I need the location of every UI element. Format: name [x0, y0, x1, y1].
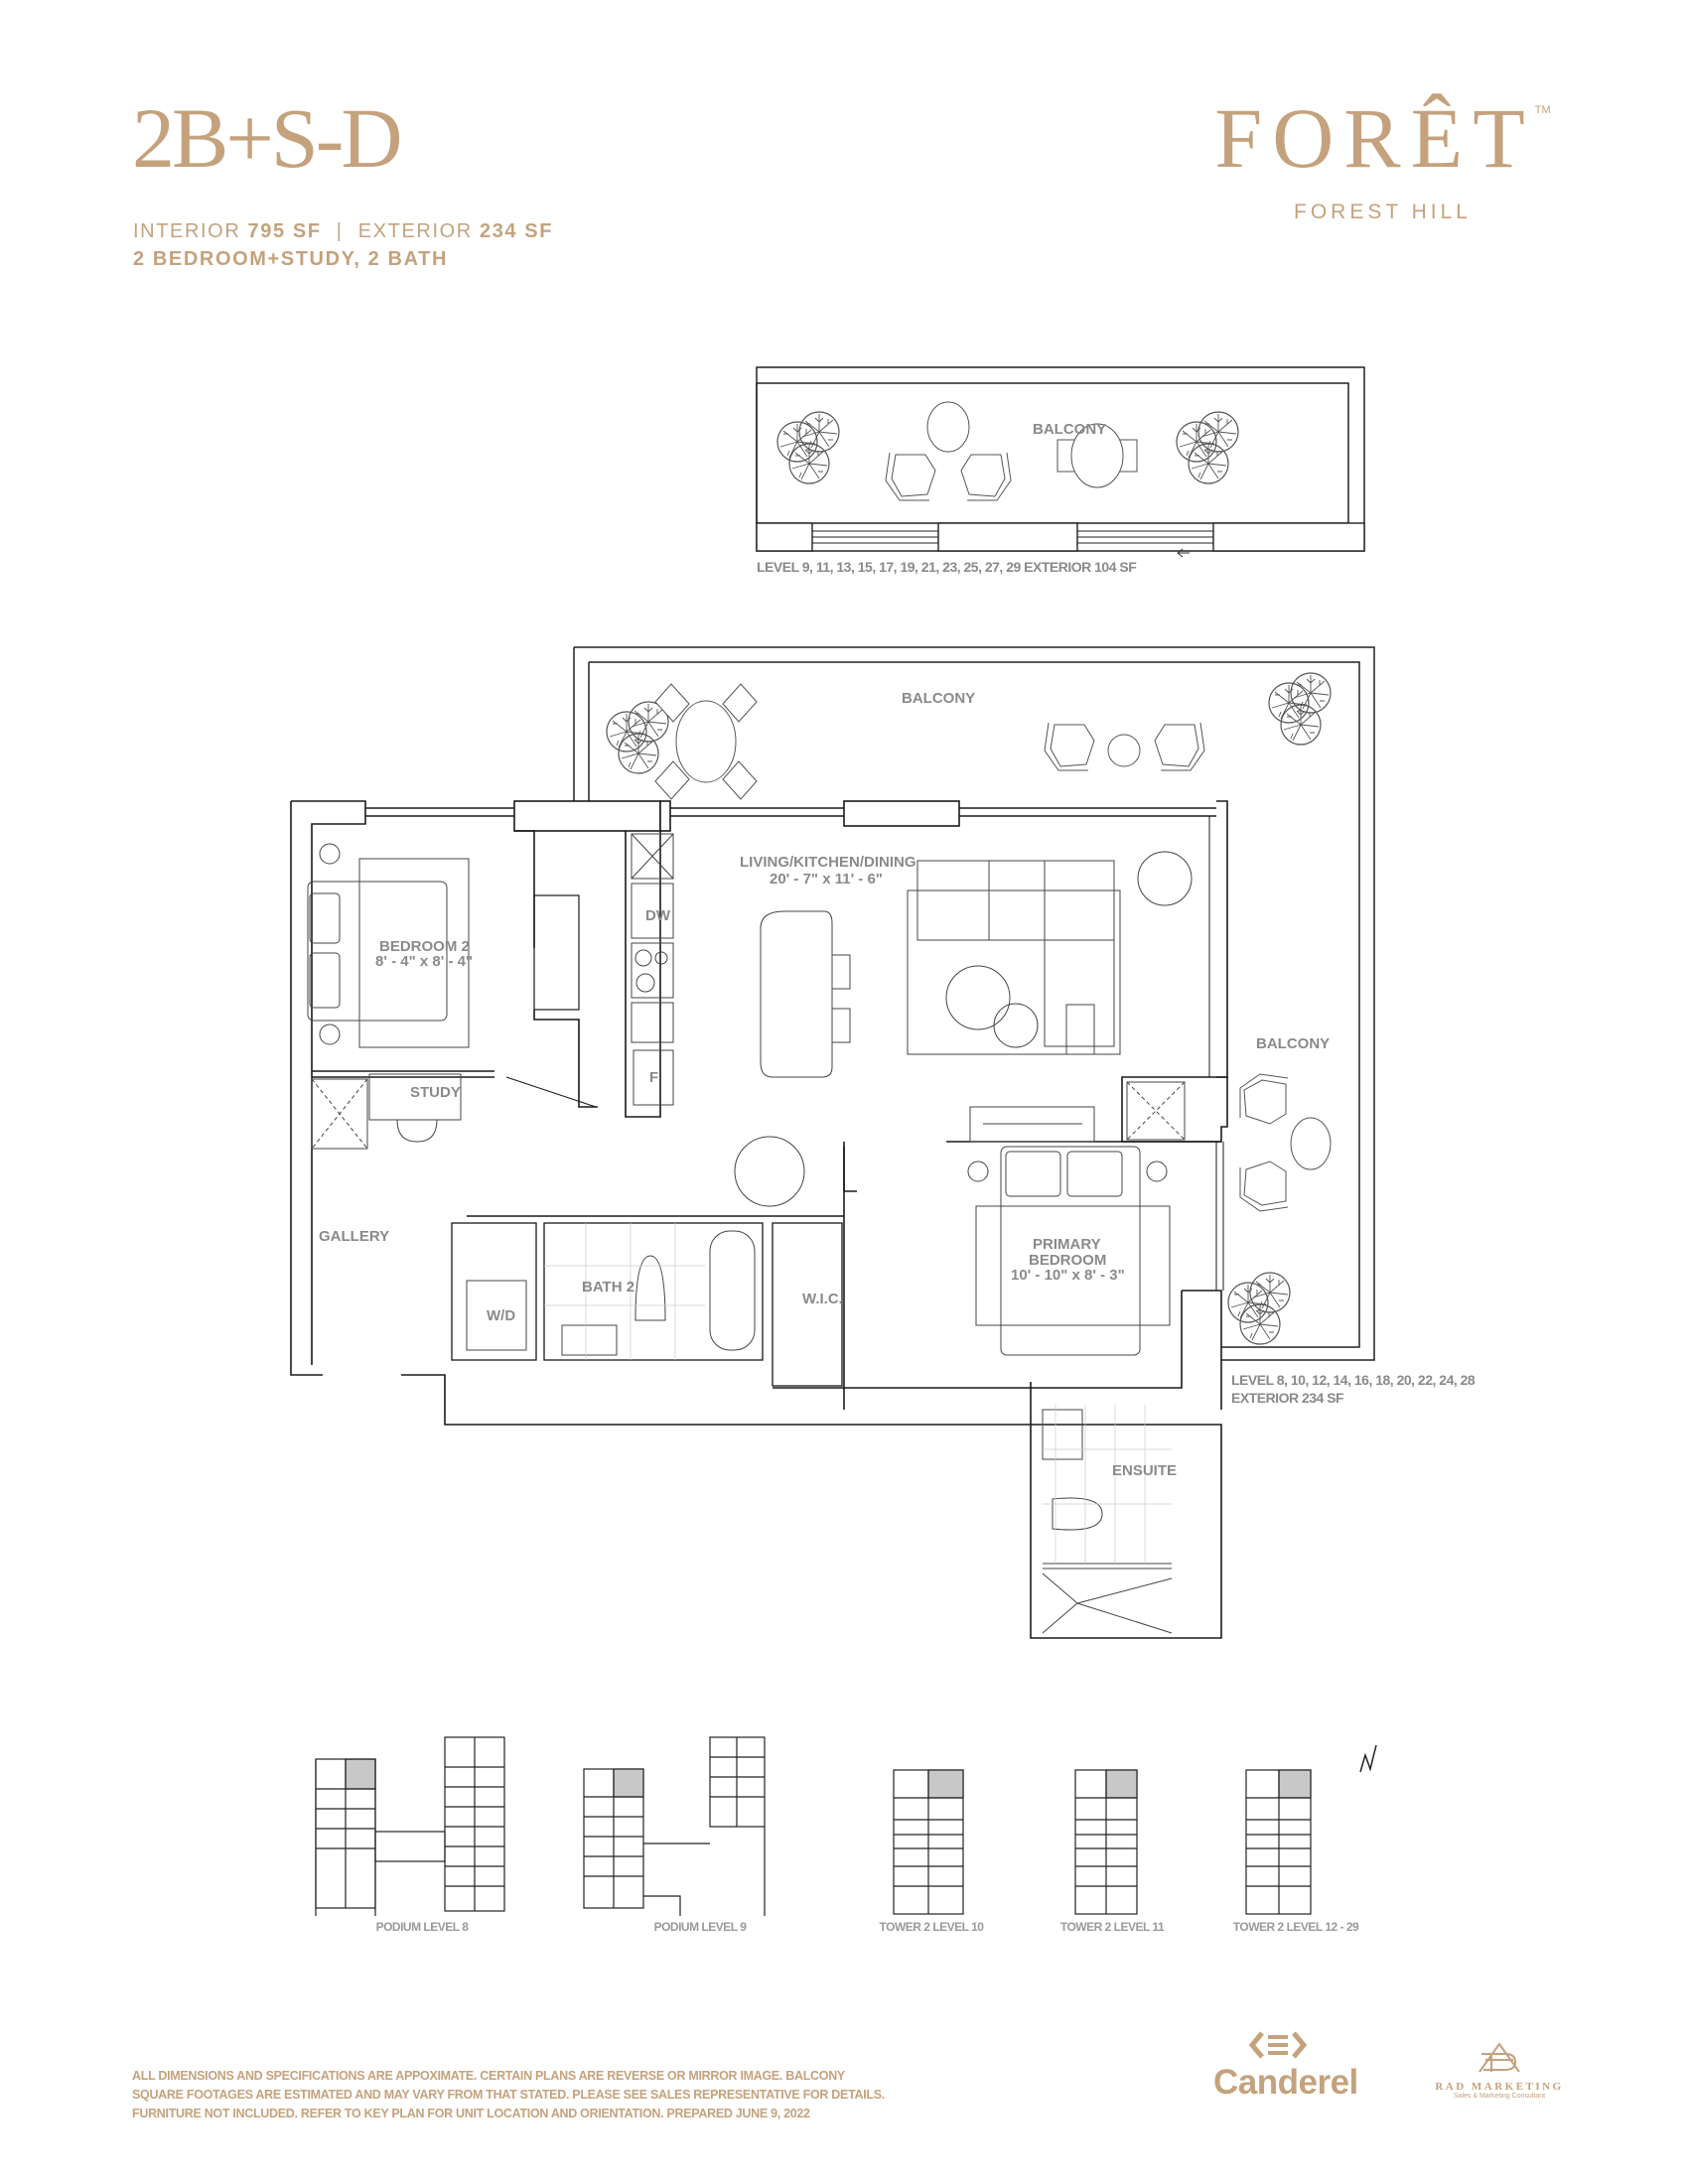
trademark: TM	[1534, 104, 1551, 116]
main-plan-caption-line2: EXTERIOR 234 SF	[1231, 1390, 1344, 1406]
balcony-north-label: BALCONY	[902, 690, 975, 707]
key-plan-tower-12-29	[1245, 1769, 1312, 1915]
key-plan-podium-8	[315, 1736, 505, 1916]
canderel-wordmark: Canderel	[1213, 2063, 1358, 2102]
rad-marketing-tagline: Sales & Marketing Consultant	[1453, 2093, 1546, 2100]
key-plans	[315, 1736, 1377, 1916]
primary-label-2: BEDROOM	[1029, 1252, 1106, 1269]
main-balcony: BALCONY BALCONY	[573, 646, 1375, 1361]
key-plan-label-tower2-11: TOWER 2 LEVEL 11	[1059, 1920, 1165, 1934]
interior-label: INTERIOR	[133, 220, 241, 242]
wd-label: W/D	[487, 1307, 515, 1324]
primary-label-1: PRIMARY	[1033, 1236, 1101, 1253]
canderel-mark-icon	[1248, 2031, 1308, 2059]
gallery-label: GALLERY	[319, 1228, 389, 1245]
rad-monogram-icon	[1478, 2042, 1520, 2073]
separator: |	[336, 220, 344, 242]
rad-marketing-name: RAD MARKETING	[1435, 2081, 1564, 2093]
disclaimer-line-2: SQUARE FOOTAGES ARE ESTIMATED AND MAY VA…	[132, 2088, 885, 2102]
brand-subtitle: FOREST HILL	[1294, 201, 1472, 223]
study-label: STUDY	[410, 1084, 461, 1101]
key-plan-label-podium-9: PODIUM LEVEL 9	[653, 1920, 747, 1934]
bath2-label: BATH 2	[582, 1279, 634, 1296]
wic-label: W.I.C.	[802, 1291, 843, 1307]
interior-value: 795 SF	[247, 220, 322, 242]
disclaimer: ALL DIMENSIONS AND SPECIFICATIONS ARE AP…	[132, 2067, 887, 2123]
living-label: LIVING/KITCHEN/DINING	[740, 854, 916, 871]
unit-name-title: 2B+S-D	[132, 90, 402, 186]
main-plan-caption-line1: LEVEL 8, 10, 12, 14, 16, 18, 20, 22, 24,…	[1231, 1372, 1476, 1388]
upper-balcony-caption: LEVEL 9, 11, 13, 15, 17, 19, 21, 23, 25,…	[757, 559, 1137, 575]
upper-balcony-plan: BALCONY	[756, 366, 1365, 558]
unit-type: 2 BEDROOM+STUDY, 2 BATH	[133, 248, 449, 270]
disclaimer-line-3: FURNITURE NOT INCLUDED. REFER TO KEY PLA…	[132, 2107, 810, 2120]
primary-dims: 10' - 10" x 8' - 3"	[1011, 1267, 1125, 1284]
living-dims: 20' - 7" x 11' - 6"	[770, 871, 883, 887]
key-plan-label-tower2-12-29: TOWER 2 LEVEL 12 - 29	[1232, 1920, 1359, 1934]
ensuite-label: ENSUITE	[1112, 1462, 1177, 1479]
exterior-label: EXTERIOR	[357, 220, 473, 242]
key-plan-tower-10	[893, 1769, 964, 1915]
exterior-value: 234 SF	[479, 220, 554, 242]
balcony-east-label: BALCONY	[1256, 1035, 1330, 1052]
area-summary: INTERIOR 795 SF | EXTERIOR 234 SF	[133, 220, 553, 243]
brand-logo: FORÊTTM	[1211, 95, 1554, 181]
disclaimer-line-1: ALL DIMENSIONS AND SPECIFICATIONS ARE AP…	[132, 2069, 845, 2083]
north-arrow-icon	[1359, 1744, 1377, 1773]
fridge-label: F	[649, 1069, 658, 1086]
key-plan-tower-11	[1074, 1769, 1138, 1915]
unit-walls	[290, 800, 1228, 1639]
brand-name: FORÊT	[1214, 90, 1535, 186]
key-plan-podium-9	[583, 1736, 766, 1916]
dw-label: DW	[645, 907, 671, 924]
key-plan-label-tower2-10: TOWER 2 LEVEL 10	[879, 1920, 984, 1934]
canderel-logo: Canderel	[1213, 2030, 1358, 2102]
rad-marketing-logo: RAD MARKETING Sales & Marketing Consulta…	[1430, 2040, 1569, 2100]
bedroom2-label: BEDROOM 2	[379, 938, 470, 955]
key-plan-label-podium-8: PODIUM LEVEL 8	[375, 1920, 469, 1934]
bedroom2-dims: 8' - 4" x 8' - 4"	[375, 953, 473, 970]
upper-balcony-label: BALCONY	[1033, 421, 1106, 438]
